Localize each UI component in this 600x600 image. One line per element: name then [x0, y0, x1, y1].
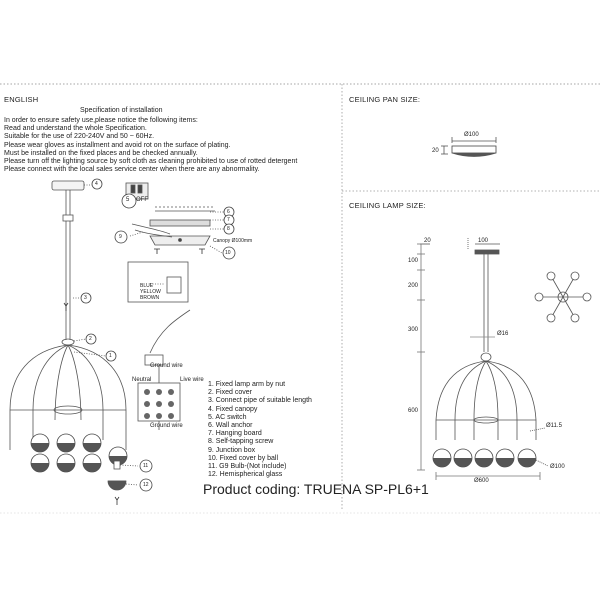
installation-drawing — [125, 182, 224, 430]
callout-12: 12 — [143, 482, 149, 488]
instruction-line: Read and understand the whole Specificat… — [4, 125, 147, 133]
spec-title: Specification of installation — [80, 107, 163, 114]
part-item: 11. G9 Bulb-(Not include) — [208, 463, 287, 471]
part-item: 8. Self-tapping screw — [208, 438, 274, 446]
instruction-line: Please turn off the lighting source by s… — [4, 158, 298, 166]
dim-arm: Ø11.5 — [546, 423, 562, 429]
part-item: 3. Connect pipe of suitable length — [208, 397, 312, 405]
left-assembly-drawing — [9, 180, 139, 505]
language-label: ENGLISH — [4, 95, 39, 104]
parts-list: 1. Fixed lamp arm by nut 2. Fixed cover … — [208, 381, 312, 479]
callout-7: 7 — [227, 217, 230, 223]
callout-circles — [80, 178, 236, 492]
callout-11: 11 — [143, 463, 149, 469]
wire-brown: BROWN — [140, 295, 160, 301]
callout-10: 10 — [225, 250, 231, 256]
dim-canopy-width: 100 — [478, 238, 489, 244]
part-item: 7. Hanging board — [208, 430, 262, 438]
dim-100: 100 — [408, 258, 419, 264]
canopy-label: Canopy Ø100mm — [213, 238, 253, 244]
part-item: 2. Fixed cover — [208, 389, 252, 397]
dim-total-width: Ø600 — [474, 478, 489, 484]
wire-yellow: YELLOW — [140, 289, 161, 295]
product-coding: Product coding: TRUENA SP-PL6+1 — [203, 481, 429, 497]
dim-top-gap: 20 — [424, 238, 431, 244]
wire-color-legend: BLUE YELLOW BROWN — [140, 283, 161, 301]
dim-globe: Ø100 — [550, 464, 565, 470]
part-item: 9. Junction box — [208, 446, 256, 454]
lamp-top-view — [534, 271, 592, 323]
lamp-size-drawing — [417, 238, 549, 480]
part-item: 5. AC switch — [208, 413, 247, 421]
dim-200: 200 — [408, 283, 419, 289]
callout-4: 4 — [95, 181, 98, 187]
ceiling-lamp-title: CEILING LAMP SIZE: — [349, 201, 426, 210]
callout-2: 2 — [89, 336, 92, 342]
instruction-line: Please connect with the local sales serv… — [4, 166, 260, 174]
part-item: 12. Hemispherical glass — [208, 471, 283, 479]
instruction-line: In order to ensure safety use,please not… — [4, 117, 198, 124]
instruction-line: Please wear gloves as installment and av… — [4, 141, 231, 149]
callout-1: 1 — [109, 353, 112, 359]
ground-wire-top: Ground wire — [150, 363, 183, 369]
instructions-block: In order to ensure safety use,please not… — [4, 117, 297, 174]
part-item: 1. Fixed lamp arm by nut — [208, 381, 286, 388]
pan-height-label: 20 — [432, 148, 439, 154]
part-item: 10. Fixed cover by ball — [208, 454, 279, 462]
switch-off-label: OFF — [136, 197, 148, 203]
dim-rod: Ø16 — [497, 331, 509, 337]
part-item: 6. Wall anchor — [208, 422, 253, 430]
wire-blue: BLUE — [140, 283, 154, 289]
callout-3: 3 — [84, 295, 87, 301]
instruction-line: Must be installed on the fixed places an… — [4, 149, 198, 157]
dim-600: 600 — [408, 408, 419, 414]
ground-wire-bottom: Ground wire — [150, 423, 183, 429]
callout-6: 6 — [227, 209, 230, 215]
pan-diameter-label: Ø100 — [464, 132, 479, 138]
callout-8: 8 — [227, 226, 230, 232]
ceiling-pan-drawing — [441, 137, 497, 157]
dim-300: 300 — [408, 327, 419, 333]
part-item: 4. Fixed canopy — [208, 405, 258, 413]
neutral-label: Neutral — [132, 377, 152, 383]
callout-5: 5 — [126, 197, 130, 203]
live-wire-label: Live wire — [180, 377, 204, 383]
instruction-line: Suitable for the use of 220-240V and 50 … — [4, 133, 155, 141]
ceiling-pan-title: CEILING PAN SIZE: — [349, 95, 421, 104]
callout-9: 9 — [119, 234, 122, 240]
